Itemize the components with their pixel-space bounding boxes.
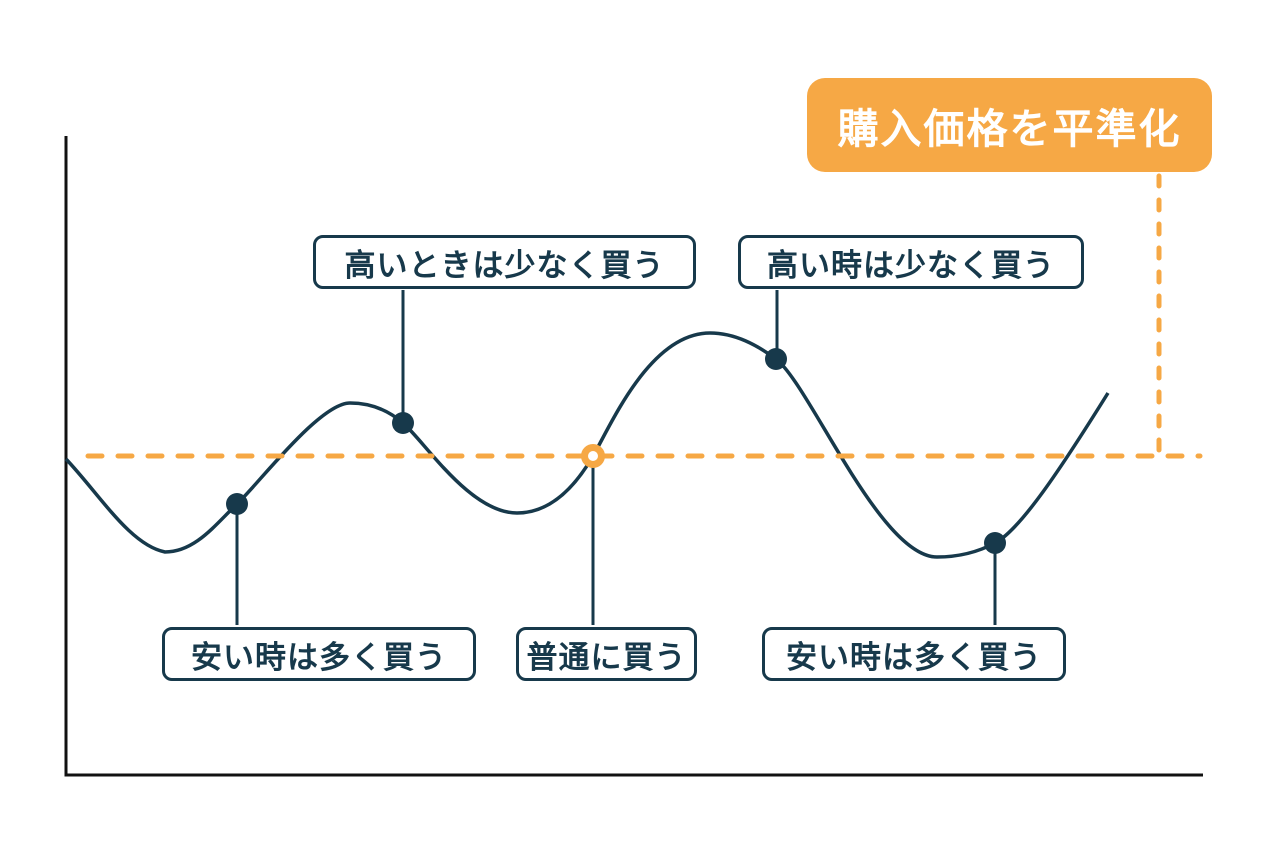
callout-label: 安い時は多く買う (786, 639, 1042, 675)
callout-buy-more-when-low-1: 安い時は多く買う (162, 627, 476, 681)
buy-less-point-1-marker (392, 412, 414, 434)
purchase-point-markers (226, 348, 1006, 554)
callout-buy-more-when-low-2: 安い時は多く買う (762, 627, 1066, 681)
average-price-badge: 購入価格を平準化 (807, 78, 1212, 172)
callout-connector-lines (235, 290, 997, 625)
callout-label: 高いときは少なく買う (344, 247, 665, 283)
buy-less-point-2-marker (765, 348, 787, 370)
callout-label: 安い時は多く買う (191, 639, 447, 675)
callout-buy-less-when-high-1: 高いときは少なく買う (313, 235, 696, 289)
callout-label: 普通に買う (526, 639, 687, 675)
buy-more-point-1-marker (226, 493, 248, 515)
axes (64, 136, 1203, 777)
callout-label: 高い時は少なく買う (767, 247, 1055, 283)
callout-buy-normal: 普通に買う (516, 627, 697, 681)
average-price-badge-label: 購入価格を平準化 (837, 106, 1182, 152)
callout-buy-less-when-high-2: 高い時は少なく買う (738, 235, 1084, 289)
buy-more-point-2-marker (984, 532, 1006, 554)
buy-normal-point-marker (581, 444, 605, 468)
price-curve (64, 331, 1110, 559)
